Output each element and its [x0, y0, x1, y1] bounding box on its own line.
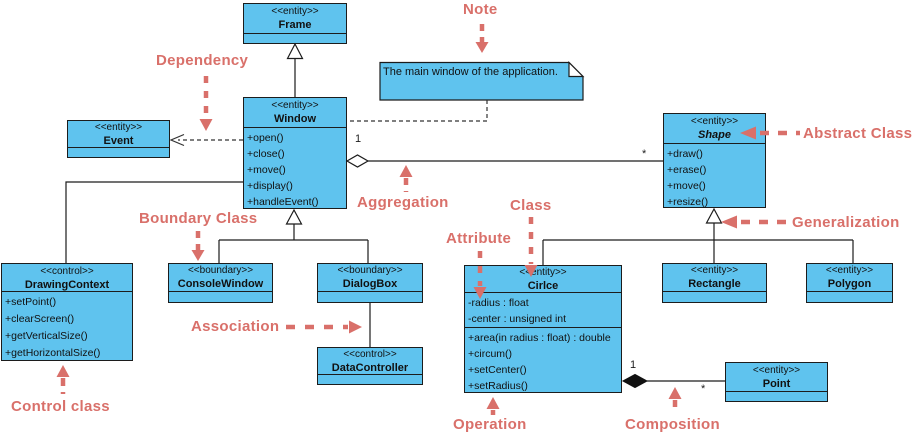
- annotation-control-class: Control class: [11, 398, 110, 415]
- circle-attribute: -radius : float: [468, 297, 529, 309]
- circle-stereotype: <<entity>>: [519, 267, 567, 278]
- circle-operation: +circum(): [468, 348, 513, 360]
- composition-annotation-arrow: [668, 387, 682, 413]
- window-stereotype: <<entity>>: [271, 100, 319, 111]
- annotation-note: Note: [463, 1, 498, 18]
- window-operation: +open(): [247, 132, 284, 144]
- class-datacontroller[interactable]: <<control>> DataController: [317, 347, 423, 385]
- rectangle-name: Rectangle: [688, 278, 741, 290]
- window-operation: +display(): [247, 180, 293, 192]
- shape-operation: +move(): [667, 180, 706, 192]
- generalization-annotation-arrow: [721, 215, 789, 229]
- drawingcontext-operation: +getHorizontalSize(): [5, 347, 101, 359]
- circle-operation: +area(in radius : float) : double: [468, 332, 611, 344]
- class-dialogbox[interactable]: <<boundary>> DialogBox: [317, 263, 423, 303]
- composition-circle-point: [621, 373, 725, 389]
- aggregation-multiplicity-1: 1: [355, 133, 362, 145]
- operation-annotation-arrow: [486, 397, 500, 415]
- shape-operation: +draw(): [667, 148, 703, 160]
- class-frame[interactable]: <<entity>> Frame: [243, 3, 347, 44]
- annotation-association: Association: [191, 318, 280, 335]
- boundary-annotation-arrow: [191, 231, 205, 261]
- annotation-attribute: Attribute: [446, 230, 512, 247]
- consolewindow-name: ConsoleWindow: [177, 278, 264, 290]
- consolewindow-stereotype: <<boundary>>: [187, 265, 254, 276]
- composition-multiplicity-star: *: [701, 383, 706, 395]
- annotation-class: Class: [510, 197, 552, 214]
- note-annotation-arrow: [475, 24, 489, 53]
- note-text: The main window of the application.: [383, 66, 558, 78]
- composition-multiplicity-1: 1: [630, 359, 637, 371]
- drawingcontext-operation: +clearScreen(): [5, 313, 75, 325]
- association-annotation-arrow: [286, 320, 362, 334]
- note-anchor-line: [348, 100, 488, 122]
- window-operation: +move(): [247, 164, 286, 176]
- annotation-dependency: Dependency: [156, 52, 249, 69]
- dialogbox-name: DialogBox: [342, 278, 398, 290]
- annotation-aggregation: Aggregation: [357, 194, 449, 211]
- frame-name: Frame: [278, 19, 312, 31]
- class-shape[interactable]: <<entity>> Shape +draw() +erase() +move(…: [663, 113, 766, 208]
- circle-operation: +setRadius(): [468, 380, 528, 392]
- shape-stereotype: <<entity>>: [690, 116, 739, 127]
- dialogbox-stereotype: <<boundary>>: [337, 265, 403, 276]
- drawingcontext-operation: +getVerticalSize(): [5, 330, 88, 342]
- window-name: Window: [273, 113, 317, 125]
- frame-stereotype: <<entity>>: [271, 6, 319, 17]
- class-consolewindow[interactable]: <<boundary>> ConsoleWindow: [168, 263, 273, 303]
- class-polygon[interactable]: <<entity>> Polygon: [806, 263, 893, 303]
- datacontroller-stereotype: <<control>>: [343, 349, 397, 360]
- class-point[interactable]: <<entity>> Point: [725, 362, 828, 402]
- polygon-stereotype: <<entity>>: [825, 265, 874, 276]
- aggregation-annotation-arrow: [399, 165, 413, 192]
- class-event[interactable]: <<entity>> Event: [67, 120, 170, 158]
- shape-operation: +erase(): [667, 164, 707, 176]
- aggregation-multiplicity-star: *: [642, 148, 647, 160]
- annotation-composition: Composition: [625, 416, 720, 433]
- circle-operation: +setCenter(): [468, 364, 527, 376]
- annotation-generalization: Generalization: [792, 214, 900, 231]
- class-drawingcontext[interactable]: <<control>> DrawingContext +setPoint() +…: [1, 263, 133, 361]
- window-operation: +close(): [247, 148, 285, 160]
- point-name: Point: [762, 378, 791, 390]
- drawingcontext-name: DrawingContext: [24, 279, 110, 291]
- polygon-name: Polygon: [827, 278, 872, 290]
- shape-operation: +resize(): [667, 196, 709, 208]
- dependency-annotation-arrow: [199, 76, 213, 131]
- aggregation-window-shape: [345, 154, 663, 168]
- generalization-window-frame: [286, 42, 304, 97]
- drawingcontext-stereotype: <<control>>: [40, 266, 94, 277]
- rectangle-stereotype: <<entity>>: [690, 265, 739, 276]
- dependency-window-event: [169, 133, 243, 147]
- class-circle[interactable]: <<entity>> Cirlce -radius : float -cente…: [464, 265, 622, 393]
- annotation-abstract-class: Abstract Class: [803, 125, 913, 142]
- class-window[interactable]: <<entity>> Window +open() +close() +move…: [243, 97, 347, 209]
- window-operation: +handleEvent(): [247, 196, 319, 208]
- circle-attribute: -center : unsigned int: [468, 313, 567, 325]
- point-stereotype: <<entity>>: [752, 365, 801, 376]
- shape-name: Shape: [697, 129, 731, 141]
- circle-name: Cirlce: [527, 280, 559, 292]
- annotation-operation: Operation: [453, 416, 527, 433]
- drawingcontext-operation: +setPoint(): [5, 296, 57, 308]
- event-name: Event: [103, 135, 134, 147]
- class-rectangle[interactable]: <<entity>> Rectangle: [662, 263, 767, 303]
- datacontroller-name: DataController: [331, 362, 409, 374]
- event-stereotype: <<entity>>: [94, 122, 143, 133]
- annotation-boundary-class: Boundary Class: [139, 210, 258, 227]
- control-annotation-arrow: [56, 365, 70, 394]
